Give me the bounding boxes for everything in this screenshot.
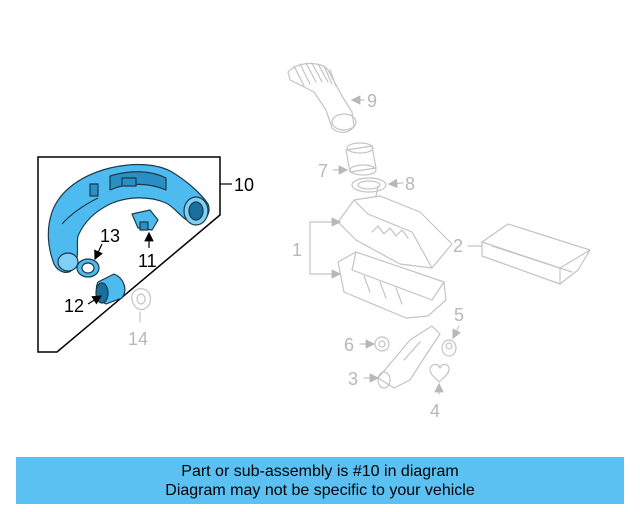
clip-part[interactable] [429, 363, 450, 383]
airbox-upper-part[interactable] [337, 185, 453, 269]
mount-part[interactable] [374, 336, 390, 352]
assembly-10-inset: 10 11 13 12 [37, 156, 254, 353]
callout-6[interactable]: 6 [344, 335, 354, 355]
intake-duct-part[interactable] [47, 163, 210, 273]
callout-9[interactable]: 9 [367, 91, 377, 111]
callout-11[interactable]: 11 [138, 251, 157, 271]
seal-ring-part[interactable] [351, 177, 387, 193]
cap-part[interactable] [441, 339, 457, 357]
duct-bracket-part[interactable] [377, 325, 441, 389]
callout-12[interactable]: 12 [64, 296, 84, 316]
hose-clamp-part[interactable] [76, 258, 100, 278]
callout-8[interactable]: 8 [405, 174, 415, 194]
callout-5[interactable]: 5 [454, 305, 464, 325]
filter-element-part[interactable] [481, 223, 591, 285]
banner-line-1: Part or sub-assembly is #10 in diagram [181, 462, 459, 480]
callout-14[interactable]: 14 [128, 329, 148, 349]
grommet-part[interactable] [131, 288, 152, 311]
callout-4[interactable]: 4 [430, 401, 440, 421]
sensor-part[interactable] [131, 209, 159, 231]
callout-1[interactable]: 1 [292, 240, 302, 260]
banner-line-2: Diagram may not be specific to your vehi… [165, 481, 475, 499]
callout-10[interactable]: 10 [234, 175, 254, 195]
callout-13[interactable]: 13 [100, 226, 120, 246]
ghost-parts: 14 9 7 8 [128, 62, 591, 421]
callout-3[interactable]: 3 [348, 369, 358, 389]
callout-7[interactable]: 7 [318, 161, 328, 181]
info-banner: Part or sub-assembly is #10 in diagram D… [16, 457, 624, 504]
sleeve-part[interactable] [345, 142, 377, 176]
corrugated-hose-part[interactable] [287, 62, 357, 133]
airbox-lower-part[interactable] [337, 251, 447, 319]
callout-2[interactable]: 2 [453, 236, 463, 256]
